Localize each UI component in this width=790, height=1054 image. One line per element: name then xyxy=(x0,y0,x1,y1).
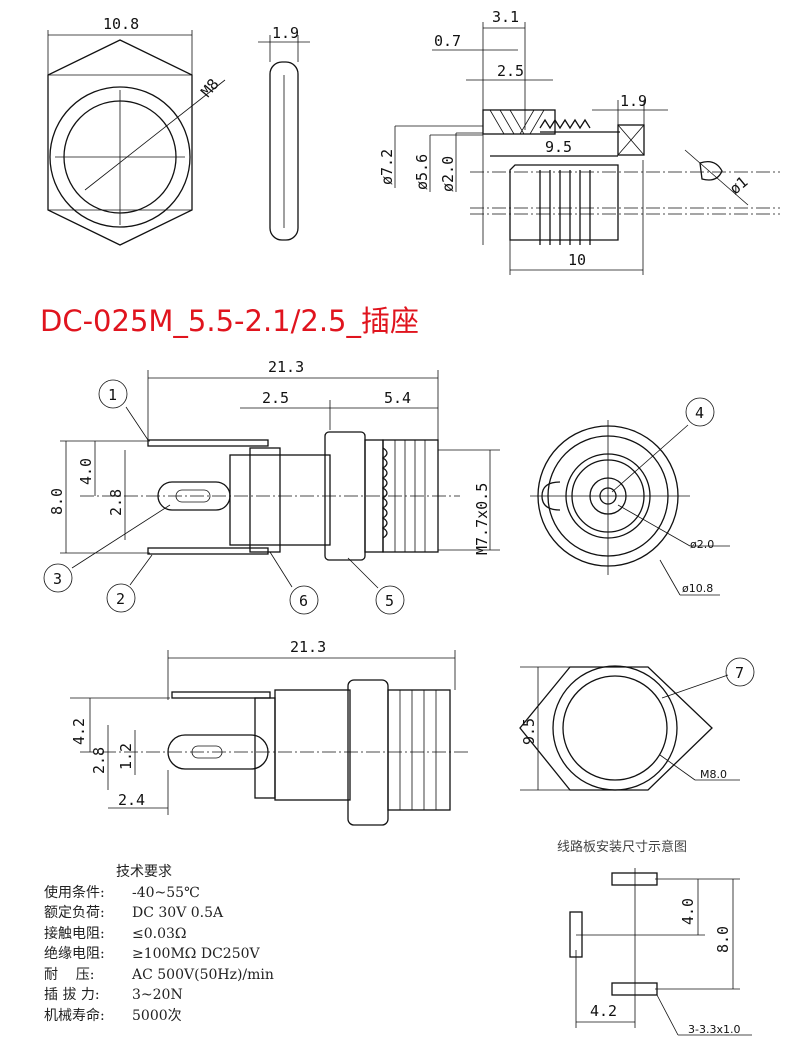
dim-outer-dia: ø10.8 xyxy=(682,582,713,595)
nut-thread-dim: M8 xyxy=(197,75,222,100)
dim-10: 10 xyxy=(568,251,586,269)
callout-1: 1 xyxy=(108,386,117,404)
spec-label: 额定负荷: xyxy=(44,905,105,921)
spec-row: 使用条件: -40~55℃ xyxy=(44,883,274,904)
spec-value: DC 30V 0.5A xyxy=(132,905,224,921)
dim-thread-m7-7: M7.7x0.5 xyxy=(473,483,491,555)
dim-2-5: 2.5 xyxy=(262,389,289,407)
spec-label: 绝缘电阻: xyxy=(44,946,105,962)
dim-2-8: 2.8 xyxy=(90,747,108,774)
pcb-layout-diagram: 4.0 8.0 4.2 3-3.3x1.0 xyxy=(569,868,752,1036)
callout-3: 3 xyxy=(53,570,62,588)
dim-1-9: 1.9 xyxy=(620,92,647,110)
page-title: DC-025M_5.5-2.1/2.5_插座 xyxy=(40,304,420,338)
spec-label: 接触电阻: xyxy=(44,925,105,942)
spec-row: 插 拔 力: 3~20N xyxy=(44,985,274,1006)
dim-9-5: 9.5 xyxy=(545,138,572,156)
spec-row: 机械寿命: 5000次 xyxy=(44,1006,274,1027)
nut-front-view: 10.8 M8 xyxy=(47,15,226,246)
dim-pin-dia: ø2.0 xyxy=(690,538,714,551)
nut-width-dim: 10.8 xyxy=(103,15,139,33)
dim-8-0: 8.0 xyxy=(48,488,66,515)
spec-value: ≥100MΩ DC250V xyxy=(132,946,260,962)
spec-value: 5000次 xyxy=(132,1007,182,1024)
dim-3-1: 3.1 xyxy=(492,8,519,26)
dim-dia-7-2: ø7.2 xyxy=(378,149,396,185)
dim-dia-1: ø1 xyxy=(726,173,751,198)
dim-2-4: 2.4 xyxy=(118,791,145,809)
jack-section-view: 3.1 0.7 2.5 1.9 9.5 ø7.2 ø5.6 ø2.0 10 xyxy=(378,8,780,275)
pcb-slot-size: 3-3.3x1.0 xyxy=(688,1023,740,1036)
dim-dia-2-0: ø2.0 xyxy=(439,156,457,192)
dim-2-5: 2.5 xyxy=(497,62,524,80)
pcb-dim-4-0: 4.0 xyxy=(679,898,697,925)
callout-5: 5 xyxy=(385,592,394,610)
jack-front-view: 4 ø2.0 ø10.8 xyxy=(530,397,730,596)
callout-4: 4 xyxy=(695,404,704,422)
spec-label: 使用条件: xyxy=(44,884,105,901)
nut-side-view: 1.9 xyxy=(258,24,310,241)
dim-4-2: 4.2 xyxy=(70,718,88,745)
spec-value: -40~55℃ xyxy=(132,884,200,901)
callout-6: 6 xyxy=(299,592,308,610)
nut-hex-view: 9.5 7 M8.0 xyxy=(519,657,755,791)
spec-row: 绝缘电阻: ≥100MΩ DC250V xyxy=(44,944,274,965)
technical-requirements: 技术要求 使用条件: -40~55℃ 额定负荷: DC 30V 0.5A 接触电阻:… xyxy=(44,862,274,1026)
dim-0-7: 0.7 xyxy=(434,32,461,50)
spec-row: 额定负荷: DC 30V 0.5A xyxy=(44,903,274,924)
spec-value: ≤0.03Ω xyxy=(132,925,187,942)
pcb-dim-4-2: 4.2 xyxy=(590,1002,617,1020)
dim-length-21-3: 21.3 xyxy=(268,358,304,376)
dim-1-2: 1.2 xyxy=(117,743,135,770)
dim-thread-m8: M8.0 xyxy=(700,768,727,781)
dim-2-8: 2.8 xyxy=(107,489,125,516)
spec-row: 耐 压: AC 500V(50Hz)/min xyxy=(44,965,274,986)
dim-4-0: 4.0 xyxy=(77,458,95,485)
spec-row: 接触电阻: ≤0.03Ω xyxy=(44,924,274,945)
callout-7: 7 xyxy=(735,664,744,682)
callout-2: 2 xyxy=(116,590,125,608)
spec-label: 机械寿命: xyxy=(44,1007,105,1024)
dim-9-5: 9.5 xyxy=(520,718,538,745)
spec-label: 耐 压: xyxy=(44,966,95,983)
dim-length-21-3: 21.3 xyxy=(290,638,326,656)
jack-bottom-view: 21.3 4.2 2.8 1.2 2.4 xyxy=(70,638,470,826)
pcb-dim-8-0: 8.0 xyxy=(714,926,732,953)
jack-side-view: 21.3 2.5 5.4 8.0 4.0 2.8 M7.7x0.5 1 2 3 xyxy=(43,358,500,615)
dim-dia-5-6: ø5.6 xyxy=(413,154,431,190)
spec-value: AC 500V(50Hz)/min xyxy=(132,966,274,983)
nut-thickness-dim: 1.9 xyxy=(272,24,299,42)
spec-label: 插 拔 力: xyxy=(44,987,100,1003)
spec-value: 3~20N xyxy=(132,987,183,1003)
specs-heading: 技术要求 xyxy=(116,864,172,880)
dim-5-4: 5.4 xyxy=(384,389,411,407)
pcb-title: 线路板安装尺寸示意图 xyxy=(557,840,688,855)
